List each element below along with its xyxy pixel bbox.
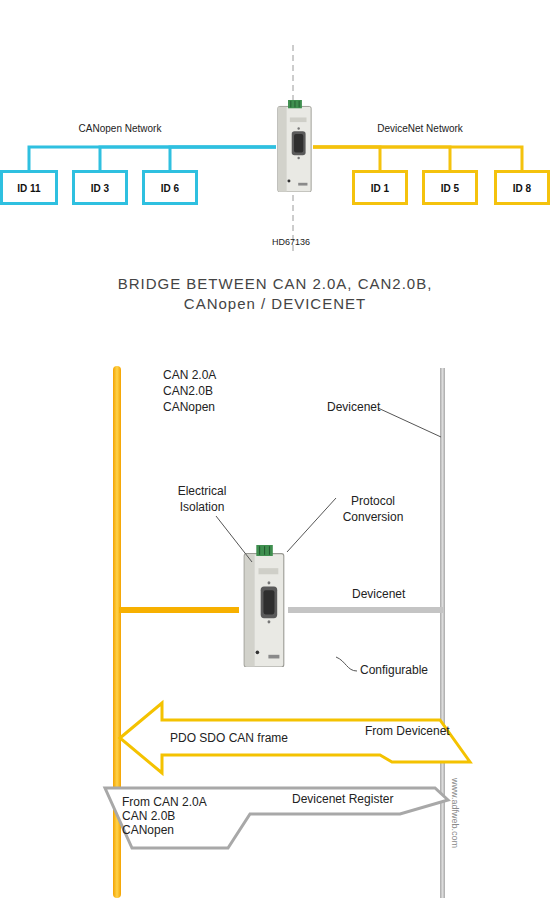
diagram-title: BRIDGE BETWEEN CAN 2.0A, CAN2.0B, CANope… [100,274,450,314]
watermark: www.adfweb.com [450,768,460,858]
network-name: CANopen Network [60,123,180,134]
arrow-text: From Devicenet [365,724,450,738]
node-id: ID 1 [355,182,405,193]
arrow-outline [116,700,474,776]
node-id: ID 11 [3,182,55,193]
data-flow-arrow: From CAN 2.0A CAN 2.0B CANopen Devicenet … [102,784,451,852]
arrow-shape [105,788,448,848]
node-box: ID 1 [352,170,408,205]
node-id: ID 3 [75,182,125,193]
network-link [313,147,522,170]
bus-label: Devicenet [327,400,380,414]
network-link [313,147,450,170]
can-bus-branch [119,607,239,613]
network-link [100,147,276,170]
bus-label: Devicenet [352,587,405,601]
leader-line [336,657,357,671]
data-flow-arrow: PDO SDO CAN frame From Devicenet [116,700,474,776]
callout-label: Electrical Isolation [166,483,238,515]
callout-label: Configurable [360,663,428,677]
bus-label: CAN 2.0A CAN2.0B CANopen [163,367,225,415]
node-box: ID 11 [0,170,58,205]
gateway-device [244,545,284,667]
arrow-text: From CAN 2.0A CAN 2.0B CANopen [122,795,222,837]
network-link [170,147,276,170]
device-model: HD67136 [272,237,332,247]
leader-line [216,516,252,562]
leader-line [287,498,336,552]
network-name: DeviceNet Network [360,123,480,134]
node-box: ID 6 [142,170,198,205]
node-box: ID 8 [494,170,550,205]
network-link [313,147,380,170]
devicenet-bus-branch [288,607,443,613]
device-illustration [278,100,311,192]
node-id: ID 5 [425,182,475,193]
device-outline [276,100,313,192]
node-box: ID 3 [72,170,128,205]
arrow-text: Devicenet Register [292,792,393,806]
node-id: ID 8 [497,182,547,193]
node-box: ID 5 [422,170,478,205]
devicenet-bus-bar [440,368,445,898]
network-link [29,147,276,170]
arrow-text: PDO SDO CAN frame [170,731,288,745]
leader-line [378,408,441,437]
arrow-shape [120,703,470,773]
node-id: ID 6 [145,182,195,193]
gateway-device: HD67136 [276,100,313,192]
callout-label: Protocol Conversion [332,493,414,525]
